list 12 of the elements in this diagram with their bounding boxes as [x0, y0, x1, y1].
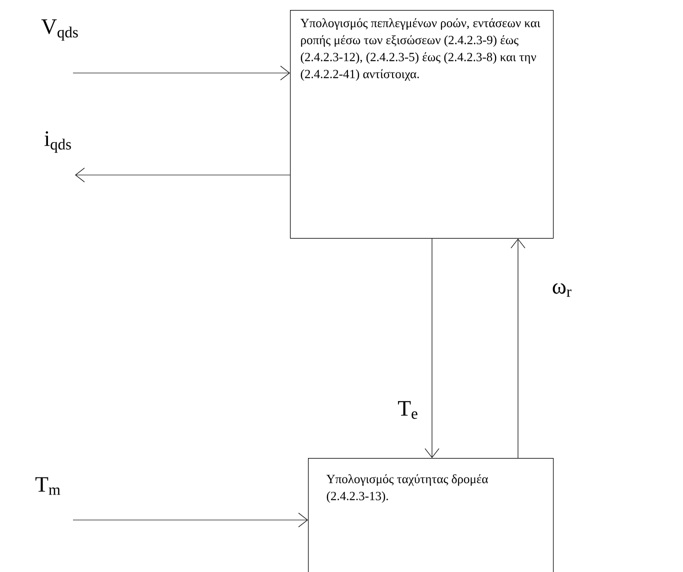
arrow: [424, 238, 440, 458]
arrow: [75, 168, 290, 182]
edge-label: T$_{m}$: [34, 476, 62, 496]
edge-label: T$_{e}$: [396, 400, 420, 420]
process-box: Υπολογισμός πεπλεγμένων ροών, εντάσεων και ροπής μέσω των εξισώσεων (2.4.2.3-9) έως (2.4.2.3-12), (2.4.2.3-5) έως (2.4.2.3-8) και την (2.4.2.2-41) αντίστοιχα.: [290, 10, 554, 239]
arrow: [510, 238, 526, 458]
edge-label: V$_{qds}$: [40, 18, 80, 42]
arrow: [72, 512, 308, 528]
process-box: Υπολογισμός ταχύτητας δρομέα (2.4.2.3-13).: [308, 458, 554, 572]
edge-label: i$_{qds}$: [43, 130, 73, 154]
arrow: [72, 66, 290, 80]
edge-label: ω$_{r}$: [550, 282, 574, 298]
